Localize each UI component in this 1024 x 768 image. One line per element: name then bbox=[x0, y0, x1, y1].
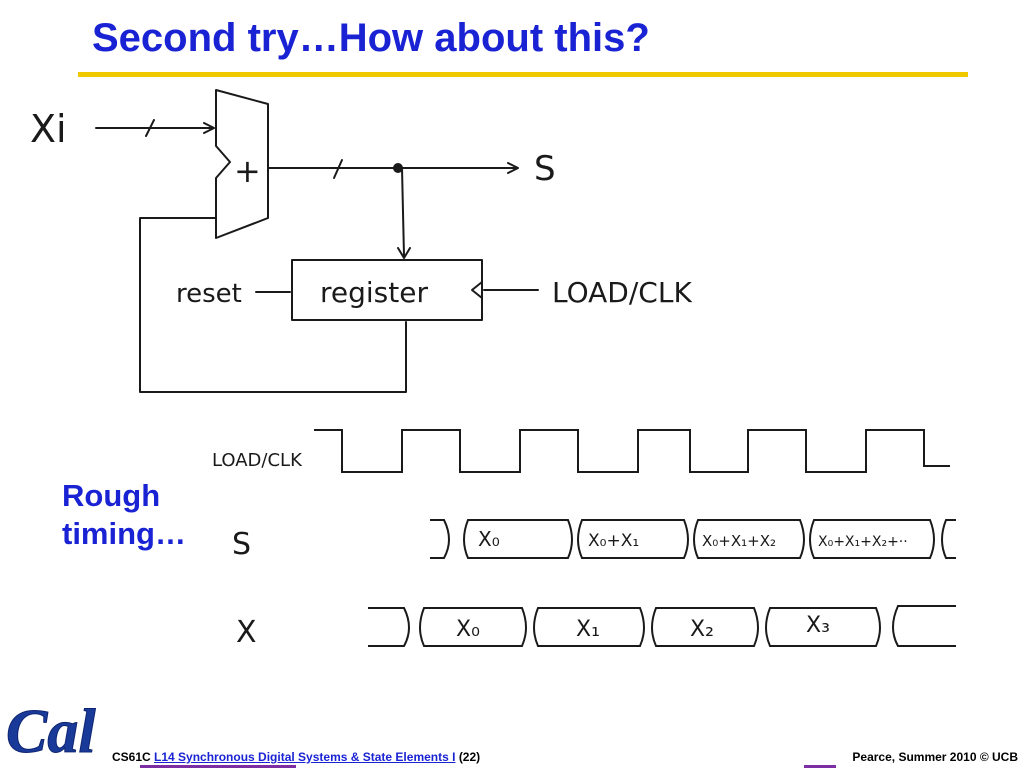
slide-title: Second try…How about this? bbox=[92, 16, 650, 60]
timing-x-label: X bbox=[236, 615, 257, 650]
register-feed-arrowhead bbox=[397, 247, 411, 259]
timing-s-label: S bbox=[232, 527, 251, 562]
load-clk-label: LOAD/CLK bbox=[552, 276, 692, 309]
s-value-1: X₀+X₁ bbox=[588, 531, 639, 551]
reset-label: reset bbox=[176, 279, 242, 309]
feedback-wire bbox=[139, 217, 407, 393]
s-value-2: X₀+X₁+X₂ bbox=[702, 532, 776, 550]
circuit-diagram: Xi + S reset register LOAD/CLK LOAD/CLK … bbox=[30, 89, 956, 650]
cal-logo: Cal bbox=[6, 698, 97, 767]
footer-slide-number: (22) bbox=[458, 750, 481, 764]
clock-marker bbox=[471, 281, 483, 299]
timing-clk-label: LOAD/CLK bbox=[212, 450, 303, 471]
input-bus-slash bbox=[145, 119, 155, 137]
s-bus-waveform bbox=[430, 519, 956, 559]
adder-block bbox=[215, 89, 269, 239]
clock-waveform bbox=[314, 429, 950, 473]
register-label: register bbox=[320, 276, 428, 309]
note-line-2: timing… bbox=[62, 516, 186, 551]
footer-accent-left bbox=[140, 765, 296, 768]
note-line-1: Rough bbox=[62, 478, 161, 513]
input-label: Xi bbox=[30, 107, 67, 151]
x-value-1: X₁ bbox=[576, 617, 600, 642]
x-value-3: X₃ bbox=[806, 613, 830, 638]
footer-course-info: CS61C L14 Synchronous Digital Systems & … bbox=[112, 750, 480, 764]
register-box bbox=[291, 259, 483, 321]
rough-timing-note: Rough timing… bbox=[62, 477, 186, 553]
x-value-2: X₂ bbox=[690, 617, 714, 642]
footer-accent-right bbox=[804, 765, 836, 768]
cal-logo-text: Cal bbox=[6, 698, 96, 766]
x-value-0: X₀ bbox=[456, 617, 480, 642]
register-feed-wire bbox=[401, 167, 405, 257]
output-bus-slash bbox=[333, 159, 343, 179]
s-value-0: X₀ bbox=[478, 527, 500, 551]
footer-credit: Pearce, Summer 2010 © UCB bbox=[852, 750, 1018, 764]
output-arrowhead bbox=[507, 162, 519, 174]
adder-symbol: + bbox=[234, 152, 261, 190]
junction-dot bbox=[393, 163, 403, 173]
s-value-3: X₀+X₁+X₂+·· bbox=[818, 534, 908, 550]
title-rule bbox=[78, 72, 968, 77]
input-arrowhead bbox=[203, 122, 215, 134]
footer-course: CS61C bbox=[112, 750, 151, 764]
output-label: S bbox=[534, 149, 556, 189]
footer-lecture-link[interactable]: L14 Synchronous Digital Systems & State … bbox=[154, 750, 456, 764]
x-bus-waveform bbox=[368, 605, 956, 647]
